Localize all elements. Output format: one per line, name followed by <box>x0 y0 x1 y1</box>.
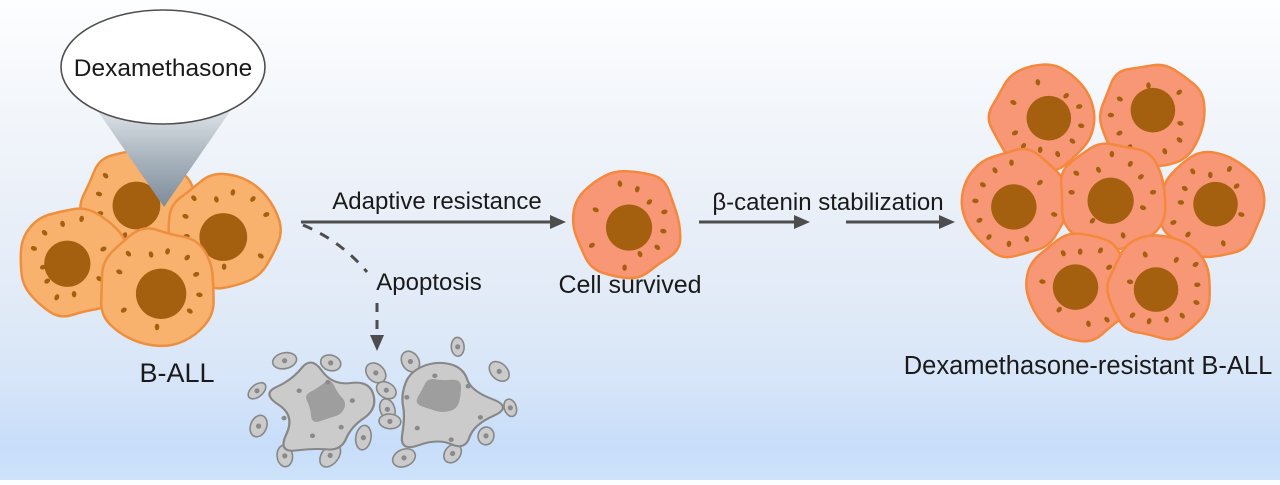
apoptosis-label: Apoptosis <box>376 269 481 296</box>
resistant-b-all-label: Dexamethasone-resistant B-ALL <box>904 352 1273 380</box>
resistant-cell <box>1025 232 1134 343</box>
survived-cell <box>571 169 682 280</box>
resistant-cell <box>960 147 1073 259</box>
resistant-cell <box>1106 234 1211 341</box>
b-all-cell <box>99 227 215 348</box>
cell-survived-label: Cell survived <box>558 271 701 299</box>
apoptotic-cell <box>247 351 396 468</box>
dexamethasone-bubble <box>60 9 266 125</box>
adaptive-resistance-label: Adaptive resistance <box>332 188 541 215</box>
funnel-icon <box>97 110 231 207</box>
resistant-cell <box>987 63 1096 172</box>
apoptotic-cell <box>375 336 518 468</box>
b-all-label: B-ALL <box>139 358 214 388</box>
apoptosis-arrow-curve <box>302 223 369 273</box>
cells-layer <box>19 63 1266 468</box>
resistant-cell <box>1159 150 1266 259</box>
resistant-cell <box>1099 63 1206 168</box>
beta-catenin-label: β-catenin stabilization <box>712 189 943 216</box>
dexamethasone-label: Dexamethasone <box>74 55 252 82</box>
